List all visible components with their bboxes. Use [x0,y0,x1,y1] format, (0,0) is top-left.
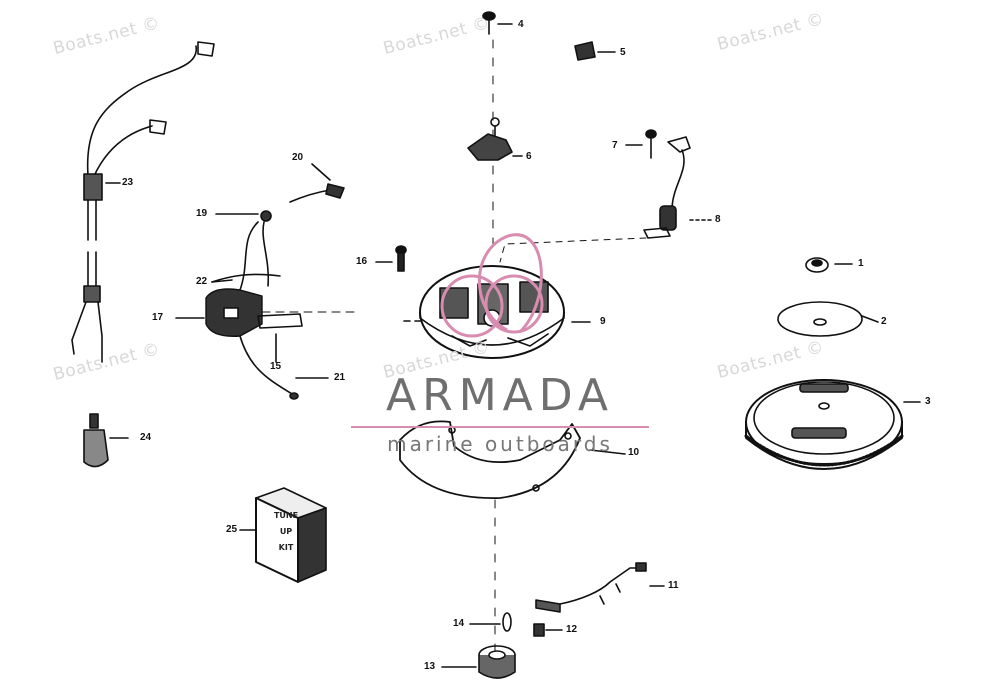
callout-5: 5 [620,47,626,58]
part-25-tune-up-kit [239,487,327,583]
part-11-link [559,562,665,605]
callout-7: 7 [612,140,618,151]
brand-logo-mark [440,233,544,338]
callout-19: 19 [196,208,208,219]
callout-14: 14 [453,618,465,629]
kit-label-line: TUNE [273,511,299,520]
part-13-bushing [441,645,516,679]
part-15-core [257,313,303,363]
callout-17: 17 [152,312,164,323]
callout-6: 6 [526,151,532,162]
part-2-washer [777,301,879,337]
part-10-bracket [399,420,626,499]
part-20-lead [289,163,345,203]
part-1-nut [805,257,853,273]
brand-block: ARMADA marine outboards [349,372,651,456]
part-17-coil [175,288,361,337]
harness-lower-terminals [71,251,103,363]
callout-24: 24 [140,432,152,443]
callout-23: 23 [122,177,134,188]
part-8-condenser [643,136,713,239]
callout-1: 1 [858,258,864,269]
part-4-screw [482,11,513,35]
part-23-harness [83,41,215,241]
dashed-lead-8 [499,237,647,263]
kit-label-line: UP [279,527,293,536]
callout-13: 13 [424,661,436,672]
callout-21: 21 [334,372,346,383]
brand-title: ARMADA [386,370,614,421]
callout-4: 4 [518,19,524,30]
part-21-ground-wire [239,335,329,400]
part-5-pad [574,41,616,61]
callout-11: 11 [668,580,679,591]
callout-2: 2 [881,316,887,327]
part-7-screw [625,129,657,159]
brand-divider [351,426,649,428]
callout-9: 9 [600,316,606,327]
callout-15: 15 [270,361,282,372]
kit-label-line: KIT [278,543,294,552]
part-22-wires [211,273,281,283]
part-3-flywheel [744,379,921,470]
callout-8: 8 [715,214,721,225]
part-9-stator-plate [403,265,591,359]
part-14-washer [469,612,512,632]
callout-12: 12 [566,624,578,635]
callout-25: 25 [226,524,238,535]
callout-16: 16 [356,256,368,267]
part-19-clip [215,210,272,291]
callout-22: 22 [196,276,208,287]
part-24-plug-boot [83,413,129,468]
callout-3: 3 [925,396,931,407]
kit-label: TUNE UP KIT [266,508,306,556]
callout-10: 10 [628,447,640,458]
brand-tagline: marine outboards [387,432,613,456]
part-6-breaker-points [467,117,523,161]
part-16-screw [375,245,407,272]
part-12-pin [533,599,563,637]
callout-20: 20 [292,152,304,163]
